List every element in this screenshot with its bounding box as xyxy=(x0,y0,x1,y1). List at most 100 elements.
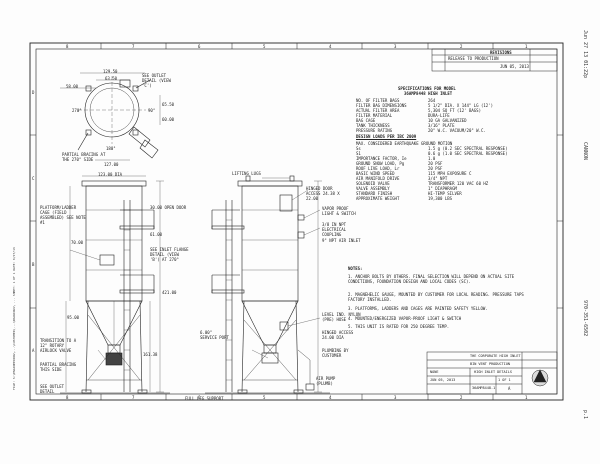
col-label-2: 2 xyxy=(460,44,463,49)
see-outlet-detail-label: SEE OUTLET DETAIL xyxy=(40,384,65,394)
full-leg-support-label: FULL LEG SUPPORT xyxy=(185,396,224,401)
spec-value: 264 xyxy=(428,98,436,103)
col-label-5-bottom: 5 xyxy=(263,395,266,400)
level-ind-label: LEVEL IND. NYLON (PRE) HOSE xyxy=(322,312,361,322)
top-view xyxy=(60,72,161,161)
service-port-label: 6.00" SERVICE PORT xyxy=(200,330,229,340)
title-block xyxy=(426,351,558,395)
design-key: AIR MANIFOLD DRIVE xyxy=(356,176,400,181)
dim-front-61: 61.00 xyxy=(150,232,163,237)
design-value: 0.6 g (1.0 SEC SPECTRAL RESPONSE) xyxy=(428,151,508,156)
design-key: Ss xyxy=(356,146,361,151)
dim-front-dia: 123.00 DIA xyxy=(98,172,123,177)
angle-90: 90° xyxy=(148,108,156,113)
design-value: 115 MPH EXPOSURE C xyxy=(428,171,472,176)
lifting-lugs-label: LIFTING LUGS xyxy=(232,171,261,176)
design-value: 19,300 LBS xyxy=(428,196,453,201)
title-dwg-no: 36AMP8448-1 xyxy=(472,386,496,390)
fax-date: Jun 27 13 01:22p xyxy=(582,30,588,79)
title-line-3: HIGH INLET DETAILS xyxy=(474,370,512,374)
col-label-2-bottom: 2 xyxy=(460,395,463,400)
title-line-2: BIN VENT PRODUCTION xyxy=(470,362,511,366)
col-label-7-bottom: 7 xyxy=(132,395,135,400)
design-value: 1" DIAPHRAGM xyxy=(428,186,457,191)
design-key: S1 xyxy=(356,151,361,156)
spec-value: DURA-LIFE xyxy=(428,113,450,118)
spec-value: 10 GA GALVANIZED xyxy=(428,118,467,123)
spec-value: 20" W.C. VACUUM/20" W.C. xyxy=(428,128,486,133)
npt-coupling-label: 3/8 IN NPT ELECTRICAL COUPLING xyxy=(322,222,347,237)
front-view xyxy=(60,175,170,394)
spec-key: FILTER MATERIAL xyxy=(356,113,393,118)
platform-label: PLATFORM/LADDER CAGE (FIELD ASSEMBLED) S… xyxy=(40,205,86,225)
col-label-4: 4 xyxy=(329,44,332,49)
col-label-8: 8 xyxy=(66,44,69,49)
see-inlet-label: SEE INLET FLANGE DETAIL (VIEW 'B') AT 27… xyxy=(150,247,189,262)
col-label-3: 3 xyxy=(394,44,397,49)
file-path-text: FILE: S:\ENGINEERING\...\CUSTOMER\...\DR… xyxy=(12,247,16,390)
dim-front-70: 70.00 xyxy=(71,240,84,245)
notes-title: NOTES: xyxy=(348,266,363,271)
design-value: 3/4" NPT xyxy=(428,176,448,181)
dim-front-95: 95.00 xyxy=(67,315,80,320)
dim-front-161: 161.38 xyxy=(143,352,158,357)
leader-lines xyxy=(69,177,321,361)
title-scale: NONE xyxy=(430,370,439,374)
drawing-border xyxy=(29,42,564,401)
note-1: 1. ANCHOR BOLTS BY OTHERS. FINAL SELECTI… xyxy=(348,274,515,284)
dim-top-4: 65.50 xyxy=(162,102,175,107)
col-label-6-bottom: 6 xyxy=(198,395,201,400)
design-value: 1.0 xyxy=(428,156,436,161)
revision-header: REVISIONS xyxy=(490,50,512,55)
partial-bracing-side-label: PARTIAL BRACING THIS SIDE xyxy=(40,362,77,372)
design-key: SOLENOID VALVE xyxy=(356,181,390,186)
row-label-a: A xyxy=(32,348,35,353)
partial-bracing-label: PARTIAL BRACING AT THE 270° SIDE xyxy=(62,152,106,162)
design-key: ROOF LIVE LOAD, Lr xyxy=(356,166,400,171)
note-3: 3. PLATFORMS, LADDERS AND CAGES ARE PAIN… xyxy=(348,306,488,311)
spec-key: TANK THICKNESS xyxy=(356,123,390,128)
design-value: TRANSFORMER 120 VAC 60 HZ xyxy=(428,181,489,186)
design-key: MAX. CONSIDERED EARTHQUAKE GROUND MOTION xyxy=(356,141,453,146)
design-title: DESIGN LOADS PER IBC 2009 xyxy=(356,134,417,139)
dim-top-2: 63.50 xyxy=(105,76,118,81)
spec-key: FILTER BAG DIMENSIONS xyxy=(356,103,407,108)
angle-270: 270° xyxy=(72,108,82,113)
col-label-5: 5 xyxy=(263,44,266,49)
col-label-7: 7 xyxy=(132,44,135,49)
note-5: 5. THIS UNIT IS RATED FOR 250 DEGREE TEM… xyxy=(348,324,450,329)
hinged-access-label: HINGED ACCESS 24.00 DIA xyxy=(322,330,354,340)
col-label-3-bottom: 3 xyxy=(394,395,397,400)
dim-top-3: 58.00 xyxy=(66,84,79,89)
spec-key: PRESSURE RATING xyxy=(356,128,393,133)
fax-page: p.1 xyxy=(582,410,588,420)
design-row: VALVE ASSEMBLY 1" DIAPHRAGM xyxy=(356,186,457,191)
spec-key: NO. OF FILTER BAGS xyxy=(356,98,400,103)
design-key: VALVE ASSEMBLY xyxy=(356,186,390,191)
row-label-d: D xyxy=(32,90,35,95)
fax-phone: 970-351-6502 xyxy=(582,300,588,337)
design-row: MAX. CONSIDERED EARTHQUAKE GROUND MOTION xyxy=(356,141,453,146)
revision-block xyxy=(431,48,558,72)
dim-front-open: 30.00 OPEN DOOR xyxy=(150,205,187,210)
row-label-b: B xyxy=(32,262,35,267)
design-row: AIR MANIFOLD DRIVE 3/4" NPT xyxy=(356,176,447,181)
see-outlet-label: SEE OUTLET DETAIL (VIEW 'C') xyxy=(142,73,171,88)
plumbing-label: PLUMBING BY CUSTOMER xyxy=(322,348,349,358)
spec-row: FILTER MATERIAL DURA-LIFE xyxy=(356,113,450,118)
revision-row: RELEASE TO PRODUCTION xyxy=(448,56,499,61)
title-sheet: 1 OF 1 xyxy=(498,378,511,382)
angle-180: 180° xyxy=(106,146,116,151)
design-value: HI-TEMP SILVER xyxy=(428,191,462,196)
revision-date: JUN 05, 2013 xyxy=(500,64,529,69)
note-4: 4. MOUNTED/ENERGIZED VAPOR-PROOF LIGHT &… xyxy=(348,316,462,321)
col-label-8-bottom: 8 xyxy=(66,395,69,400)
